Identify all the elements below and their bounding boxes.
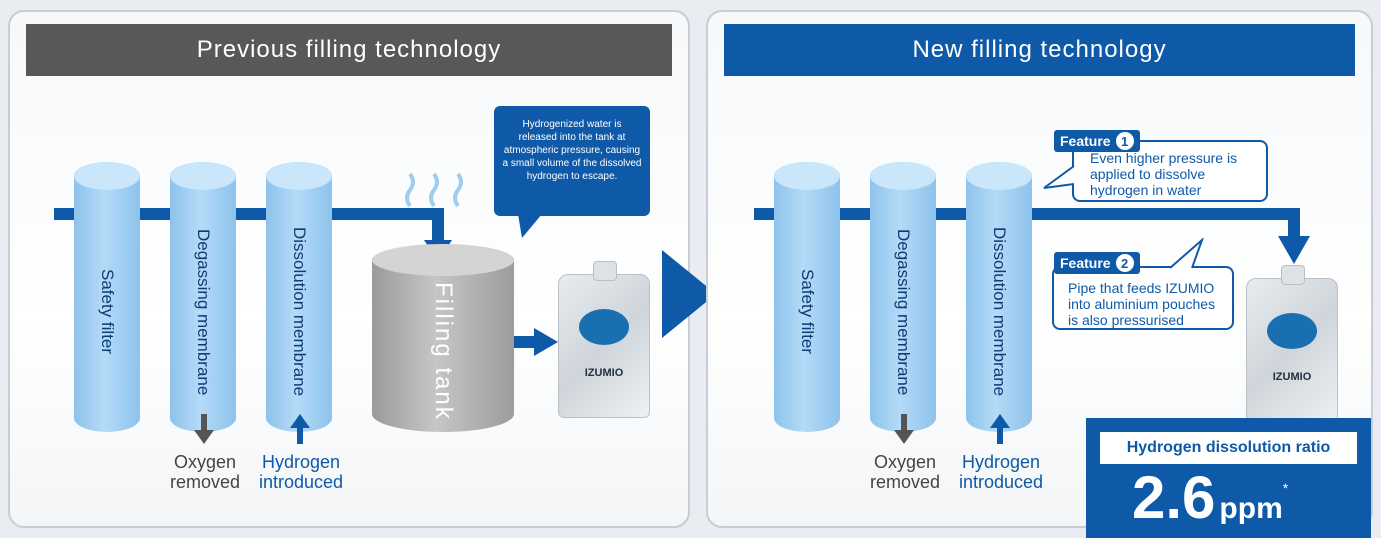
dissolution-membrane-label-new: Dissolution membrane (990, 227, 1009, 397)
hydrogen-in-arrow (290, 414, 310, 444)
degassing-membrane-cylinder-new: Degassing membrane (870, 162, 936, 432)
dissolution-membrane-cylinder: Dissolution membrane (266, 162, 332, 432)
safety-filter-cylinder-new: Safety filter (774, 162, 840, 432)
feature-1-number-icon: 1 (1115, 132, 1134, 150)
filling-tank-label: Filling tank (430, 281, 457, 421)
oxygen-out-arrow (194, 414, 214, 444)
pouch-brand: IZUMIO (584, 367, 624, 379)
feature-1-pointer (1043, 165, 1075, 189)
safety-filter-label: Safety filter (98, 269, 117, 355)
dissolution-membrane-cylinder-new: Dissolution membrane (966, 162, 1032, 432)
degassing-membrane-cylinder: Degassing membrane (170, 162, 236, 432)
dissolution-ratio-badge: Hydrogen dissolution ratio 2.6 ppm * (1086, 418, 1371, 538)
hydrogen-in-arrow-new (990, 414, 1010, 444)
dissolution-ratio-footnote-mark: * (1282, 480, 1289, 496)
dissolution-ratio-unit: ppm (1219, 492, 1283, 525)
dissolution-ratio-value: 2.6 (1132, 464, 1216, 531)
tank-inlet-pipe (432, 208, 444, 246)
degassing-membrane-label-new: Degassing membrane (894, 228, 913, 396)
feature-2-number-icon: 2 (1115, 254, 1134, 272)
previous-technology-panel: Previous filling technology Safety filte… (8, 10, 690, 528)
main-pipe (54, 208, 444, 220)
dissolution-membrane-label: Dissolution membrane (290, 227, 309, 397)
escaping-hydrogen-icon (405, 172, 463, 208)
feature-2-box: Pipe that feeds IZUMIO into aluminium po… (1052, 266, 1234, 330)
tank-outlet-arrow (534, 328, 558, 356)
safety-filter-cylinder: Safety filter (74, 162, 140, 432)
bubble-tail (518, 214, 542, 238)
izumio-pouch-image-new: IZUMIO (1246, 265, 1338, 422)
degassing-membrane-label: Degassing membrane (194, 228, 213, 396)
safety-filter-label-new: Safety filter (798, 269, 817, 355)
previous-technology-header: Previous filling technology (26, 24, 672, 76)
hydrogen-escape-bubble: Hydrogenized water is released into the … (494, 106, 650, 216)
izumio-pouch-image: IZUMIO (558, 261, 650, 418)
oxygen-out-arrow-new (894, 414, 914, 444)
pouch-brand-new: IZUMIO (1272, 371, 1312, 383)
dissolution-ratio-title: Hydrogen dissolution ratio (1100, 432, 1357, 464)
filling-tank: Filling tank (372, 244, 514, 432)
tank-outlet-pipe (514, 336, 538, 348)
transition-arrow (662, 250, 716, 338)
new-technology-header: New filling technology (724, 24, 1355, 76)
feature-2-pointer (1169, 238, 1204, 269)
pouch-inlet-arrow (1278, 236, 1310, 264)
pouch-inlet-pipe (1288, 208, 1300, 240)
